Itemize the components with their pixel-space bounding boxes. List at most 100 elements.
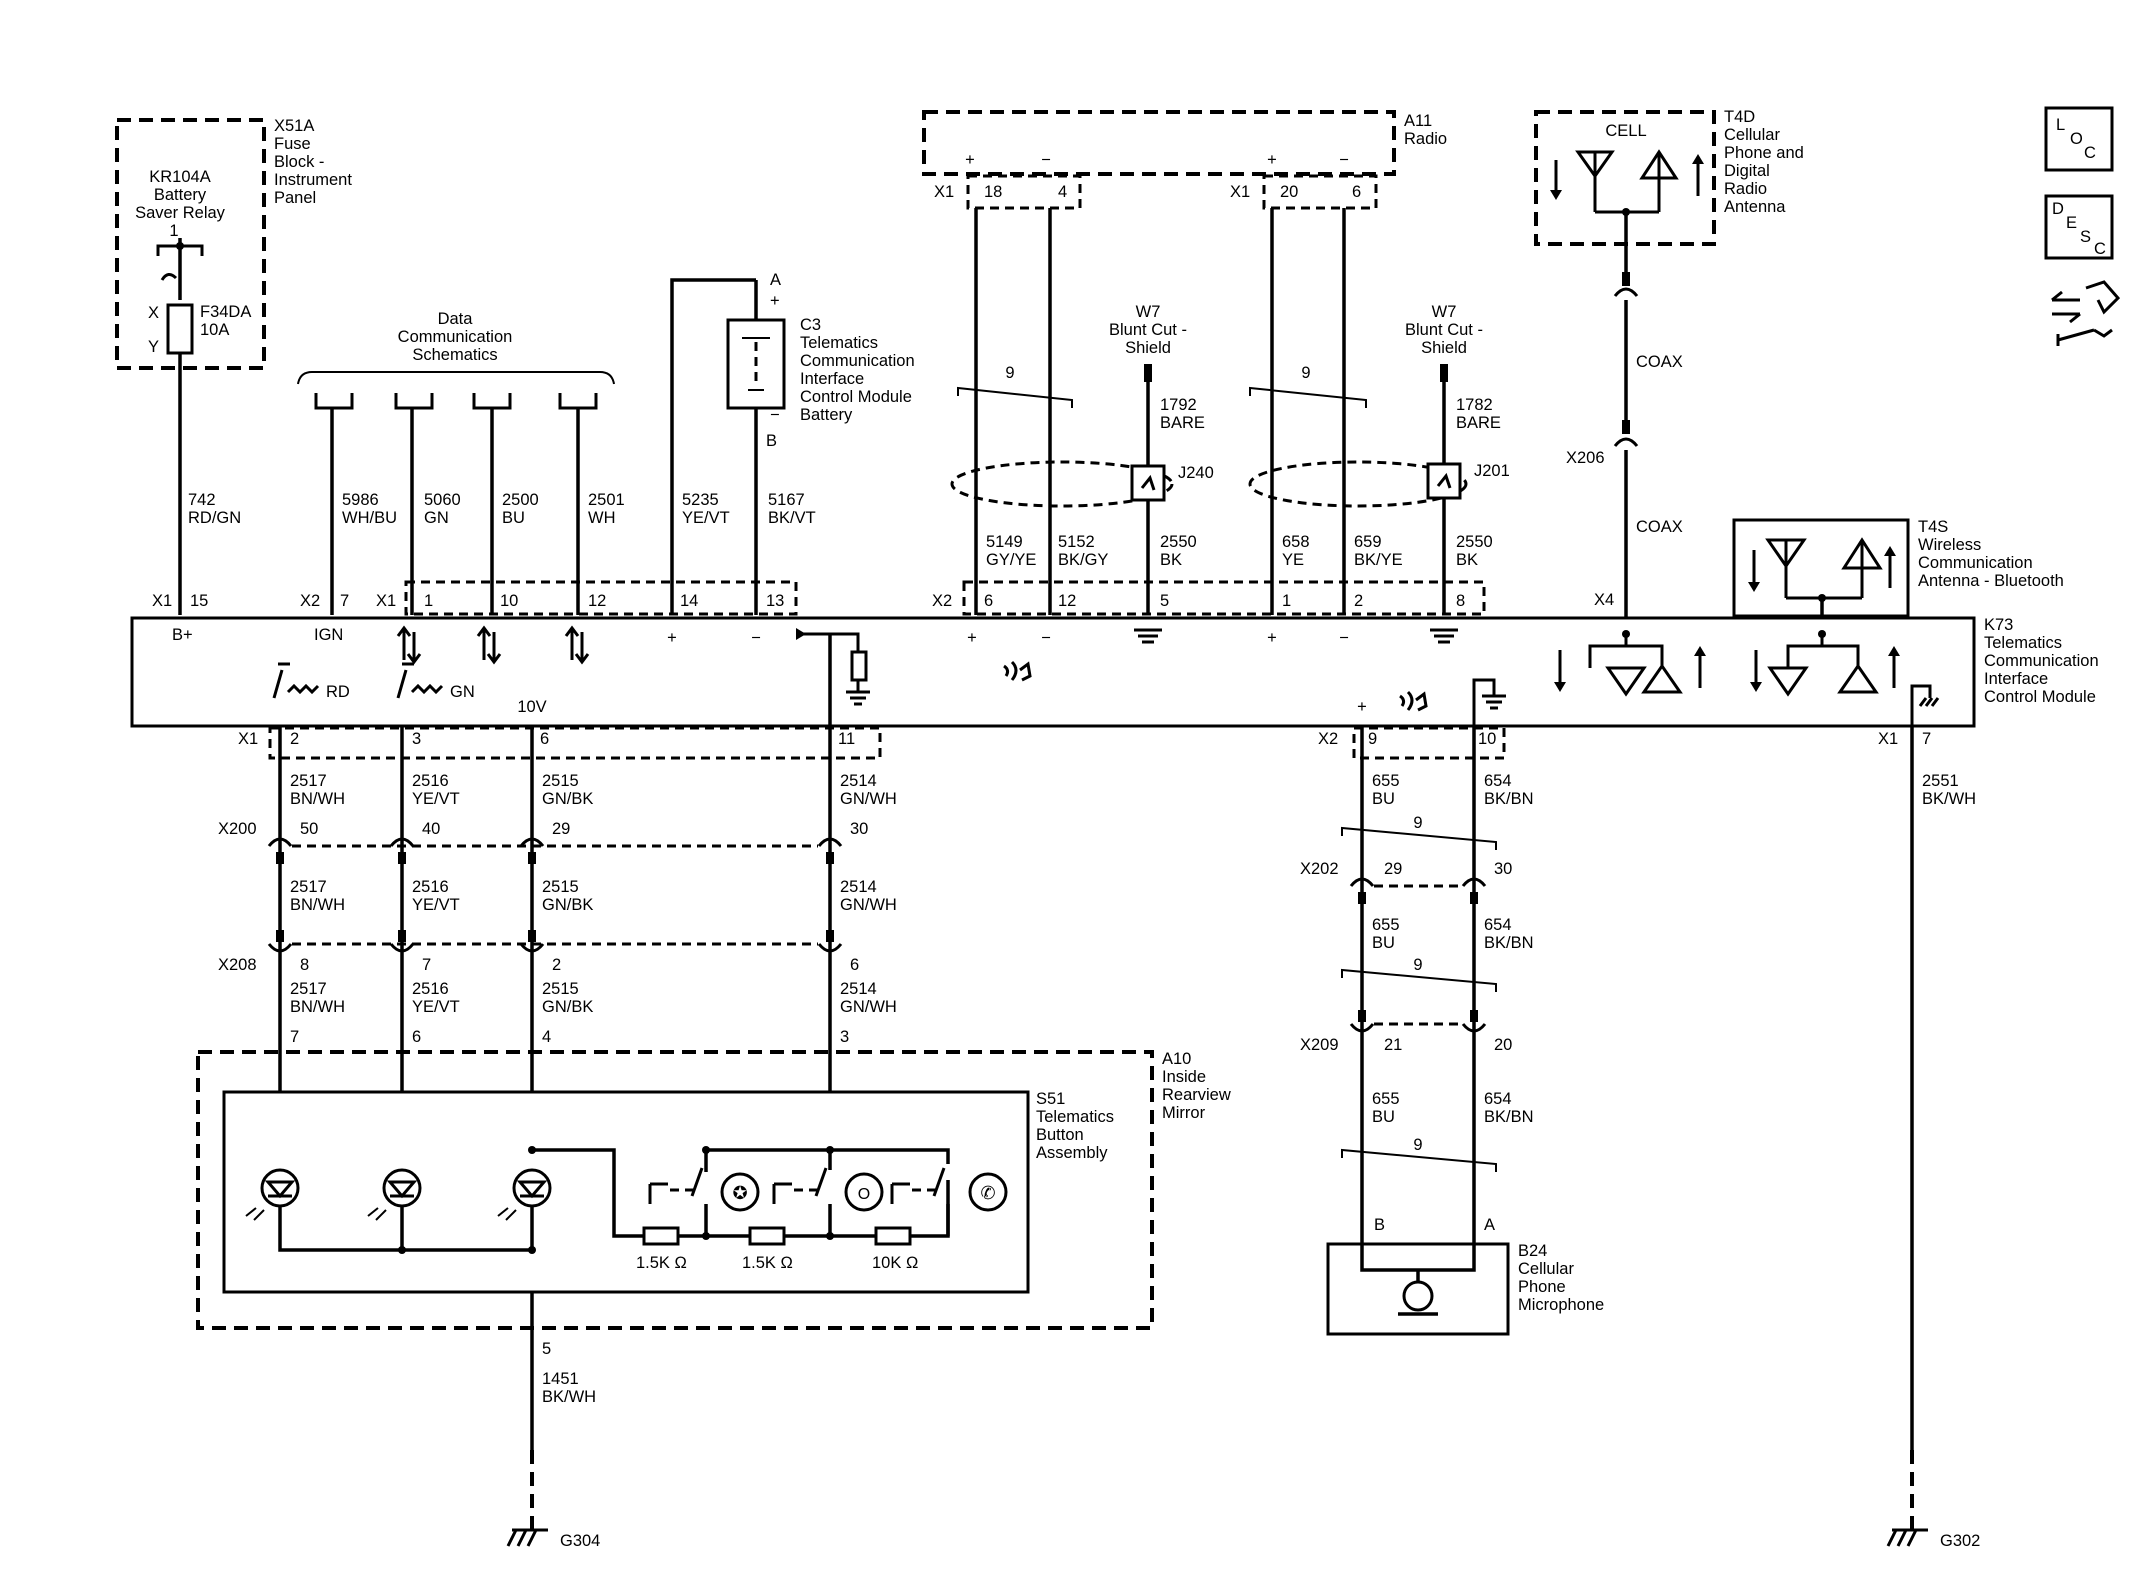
svg-text:−: − [1339,629,1349,647]
svg-text:Instrument: Instrument [274,171,352,189]
svg-text:X1: X1 [376,592,396,610]
svg-text:GN/BK: GN/BK [542,790,593,808]
svg-text:9: 9 [1413,1136,1422,1154]
svg-text:658: 658 [1282,533,1310,551]
svg-text:Inside: Inside [1162,1068,1206,1086]
svg-text:BN/WH: BN/WH [290,998,345,1016]
t4d-cellular-antenna: CELL T4D Cellular Phone and Digital Radi… [1534,108,1804,246]
svg-text:1: 1 [169,222,178,240]
svg-text:654: 654 [1484,1090,1512,1108]
svg-text:RD: RD [326,683,350,701]
svg-text:1: 1 [1282,592,1291,610]
svg-text:X209: X209 [1300,1036,1339,1054]
svg-text:5: 5 [1160,592,1169,610]
svg-text:50: 50 [300,820,318,838]
svg-text:G302: G302 [1940,1532,1980,1550]
svg-text:RD/GN: RD/GN [188,509,241,527]
svg-text:GN/BK: GN/BK [542,998,593,1016]
svg-text:BK: BK [1160,551,1182,569]
svg-text:Blunt Cut -: Blunt Cut - [1109,321,1187,339]
svg-text:9: 9 [1301,364,1310,382]
svg-text:2517: 2517 [290,878,327,896]
svg-text:Schematics: Schematics [412,346,497,364]
desc-nav-icon[interactable]: D E S C [2044,194,2114,260]
loc-nav-icon[interactable]: L O C [2044,106,2114,172]
svg-text:10A: 10A [200,321,229,339]
svg-text:A: A [1484,1216,1495,1234]
svg-text:Phone and: Phone and [1724,144,1804,162]
svg-text:+: + [667,629,677,647]
svg-text:7: 7 [422,956,431,974]
svg-text:J201: J201 [1474,462,1510,480]
svg-text:IGN: IGN [314,626,343,644]
svg-text:+: + [1267,629,1277,647]
svg-text:X1: X1 [1878,730,1898,748]
t4s-bluetooth-antenna: T4S Wireless Communication Antenna - Blu… [1732,518,2064,618]
svg-text:2514: 2514 [840,980,877,998]
svg-text:5235: 5235 [682,491,719,509]
svg-text:Battery: Battery [800,406,853,424]
svg-text:−: − [1041,629,1051,647]
k73-label: K73 [1984,616,2013,634]
svg-text:10K Ω: 10K Ω [872,1254,918,1272]
svg-text:1: 1 [424,592,433,610]
svg-text:+: + [965,151,975,169]
onstar-button-icon [844,1172,884,1212]
svg-text:Control Module: Control Module [800,388,912,406]
b24-label: B24 [1518,1242,1547,1260]
svg-text:2515: 2515 [542,980,579,998]
svg-text:✪: ✪ [732,1183,747,1203]
microphone-harness: 655 BU 654 BK/BN 9 X202 29 30 655 BU 654… [1300,726,1534,1250]
svg-text:GN: GN [424,509,449,527]
svg-text:20: 20 [1494,1036,1512,1054]
svg-text:2516: 2516 [412,878,449,896]
svg-text:2550: 2550 [1160,533,1197,551]
svg-text:BU: BU [502,509,525,527]
svg-text:6: 6 [984,592,993,610]
svg-text:2517: 2517 [290,772,327,790]
svg-text:X: X [148,304,159,322]
svg-text:10V: 10V [517,698,546,716]
microphone-icon [1402,1280,1434,1312]
svg-text:9: 9 [1005,364,1014,382]
svg-text:C: C [2094,240,2106,258]
svg-text:COAX: COAX [1636,518,1683,536]
data-communication-bracket: Data Communication Schematics [297,310,615,410]
svg-text:Rearview: Rearview [1162,1086,1231,1104]
svg-text:S: S [2080,228,2091,246]
svg-text:BK: BK [1456,551,1478,569]
svg-text:✆: ✆ [980,1183,995,1203]
svg-text:9: 9 [1368,730,1377,748]
svg-text:X208: X208 [218,956,257,974]
svg-text:BU: BU [1372,790,1395,808]
svg-text:Panel: Panel [274,189,316,207]
svg-text:+: + [1357,698,1367,716]
svg-text:GN/WH: GN/WH [840,998,897,1016]
svg-text:J240: J240 [1178,464,1214,482]
svg-text:Communication: Communication [800,352,915,370]
svg-text:Wireless: Wireless [1918,536,1981,554]
svg-text:40: 40 [422,820,440,838]
svg-text:742: 742 [188,491,216,509]
svg-text:Telematics: Telematics [1036,1108,1114,1126]
svg-text:15: 15 [190,592,208,610]
svg-text:BK/WH: BK/WH [1922,790,1976,808]
svg-text:YE: YE [1282,551,1304,569]
svg-text:X200: X200 [218,820,257,838]
svg-text:18: 18 [984,183,1002,201]
svg-text:655: 655 [1372,916,1400,934]
svg-text:12: 12 [1058,592,1076,610]
svg-text:654: 654 [1484,916,1512,934]
svg-text:BN/WH: BN/WH [290,790,345,808]
svg-text:Antenna: Antenna [1724,198,1786,216]
svg-text:5149: 5149 [986,533,1023,551]
svg-text:YE/VT: YE/VT [412,896,460,914]
svg-text:655: 655 [1372,1090,1400,1108]
svg-text:Shield: Shield [1421,339,1467,357]
connector-wrench-icon[interactable] [2051,280,2121,346]
svg-text:Cellular: Cellular [1518,1260,1574,1278]
svg-text:X1: X1 [238,730,258,748]
svg-text:BK/WH: BK/WH [542,1388,596,1406]
svg-text:COAX: COAX [1636,353,1683,371]
svg-text:10: 10 [1478,730,1496,748]
